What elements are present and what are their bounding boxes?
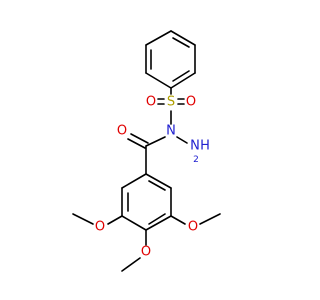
- sulfur-atom-label: S: [167, 95, 175, 110]
- methoxy-oxygen-bottom-label: O: [141, 245, 151, 260]
- methoxy-bond: [170, 215, 186, 225]
- methoxy-bond: [72, 213, 94, 225]
- aryl-double-bond: [148, 180, 166, 191]
- phenyl-bond: [170, 30, 196, 46]
- phenyl-bond: [145, 72, 172, 89]
- aryl-bond: [145, 215, 172, 231]
- n-c-bond: [145, 136, 166, 147]
- bonds: [72, 30, 221, 272]
- phenyl-double-bond: [172, 37, 190, 48]
- sulfonyl-oxygen-right-label: O: [186, 95, 196, 110]
- c-o-double-bond: [127, 138, 146, 149]
- molecule-structure-diagram: S O O N N H 2 O O O O: [72, 30, 221, 272]
- aryl-bond: [121, 173, 147, 189]
- n-n-bond: [176, 136, 188, 144]
- phenyl-bond: [170, 72, 196, 89]
- atom-labels: S O O N N H 2 O O O O: [95, 95, 210, 260]
- carbonyl-oxygen-label: O: [117, 124, 127, 139]
- c-o-double-bond: [130, 133, 149, 144]
- aryl-bond: [145, 173, 172, 189]
- amino-nitrogen-label: N: [190, 139, 200, 154]
- methoxy-oxygen-left-label: O: [95, 220, 105, 235]
- methoxy-bond: [107, 215, 123, 225]
- aryl-double-bond: [148, 213, 166, 225]
- aryl-bond: [121, 215, 147, 231]
- methoxy-bond: [199, 213, 221, 225]
- amino-subscript-label: 2: [193, 155, 199, 165]
- phenyl-bond: [145, 30, 172, 46]
- methoxy-bond: [121, 257, 141, 272]
- amide-nitrogen-label: N: [166, 124, 176, 139]
- phenyl-double-bond: [172, 70, 190, 82]
- sulfonyl-oxygen-left-label: O: [146, 95, 156, 110]
- methoxy-oxygen-right-label: O: [188, 220, 198, 235]
- amino-hydrogen-label: H: [200, 139, 210, 154]
